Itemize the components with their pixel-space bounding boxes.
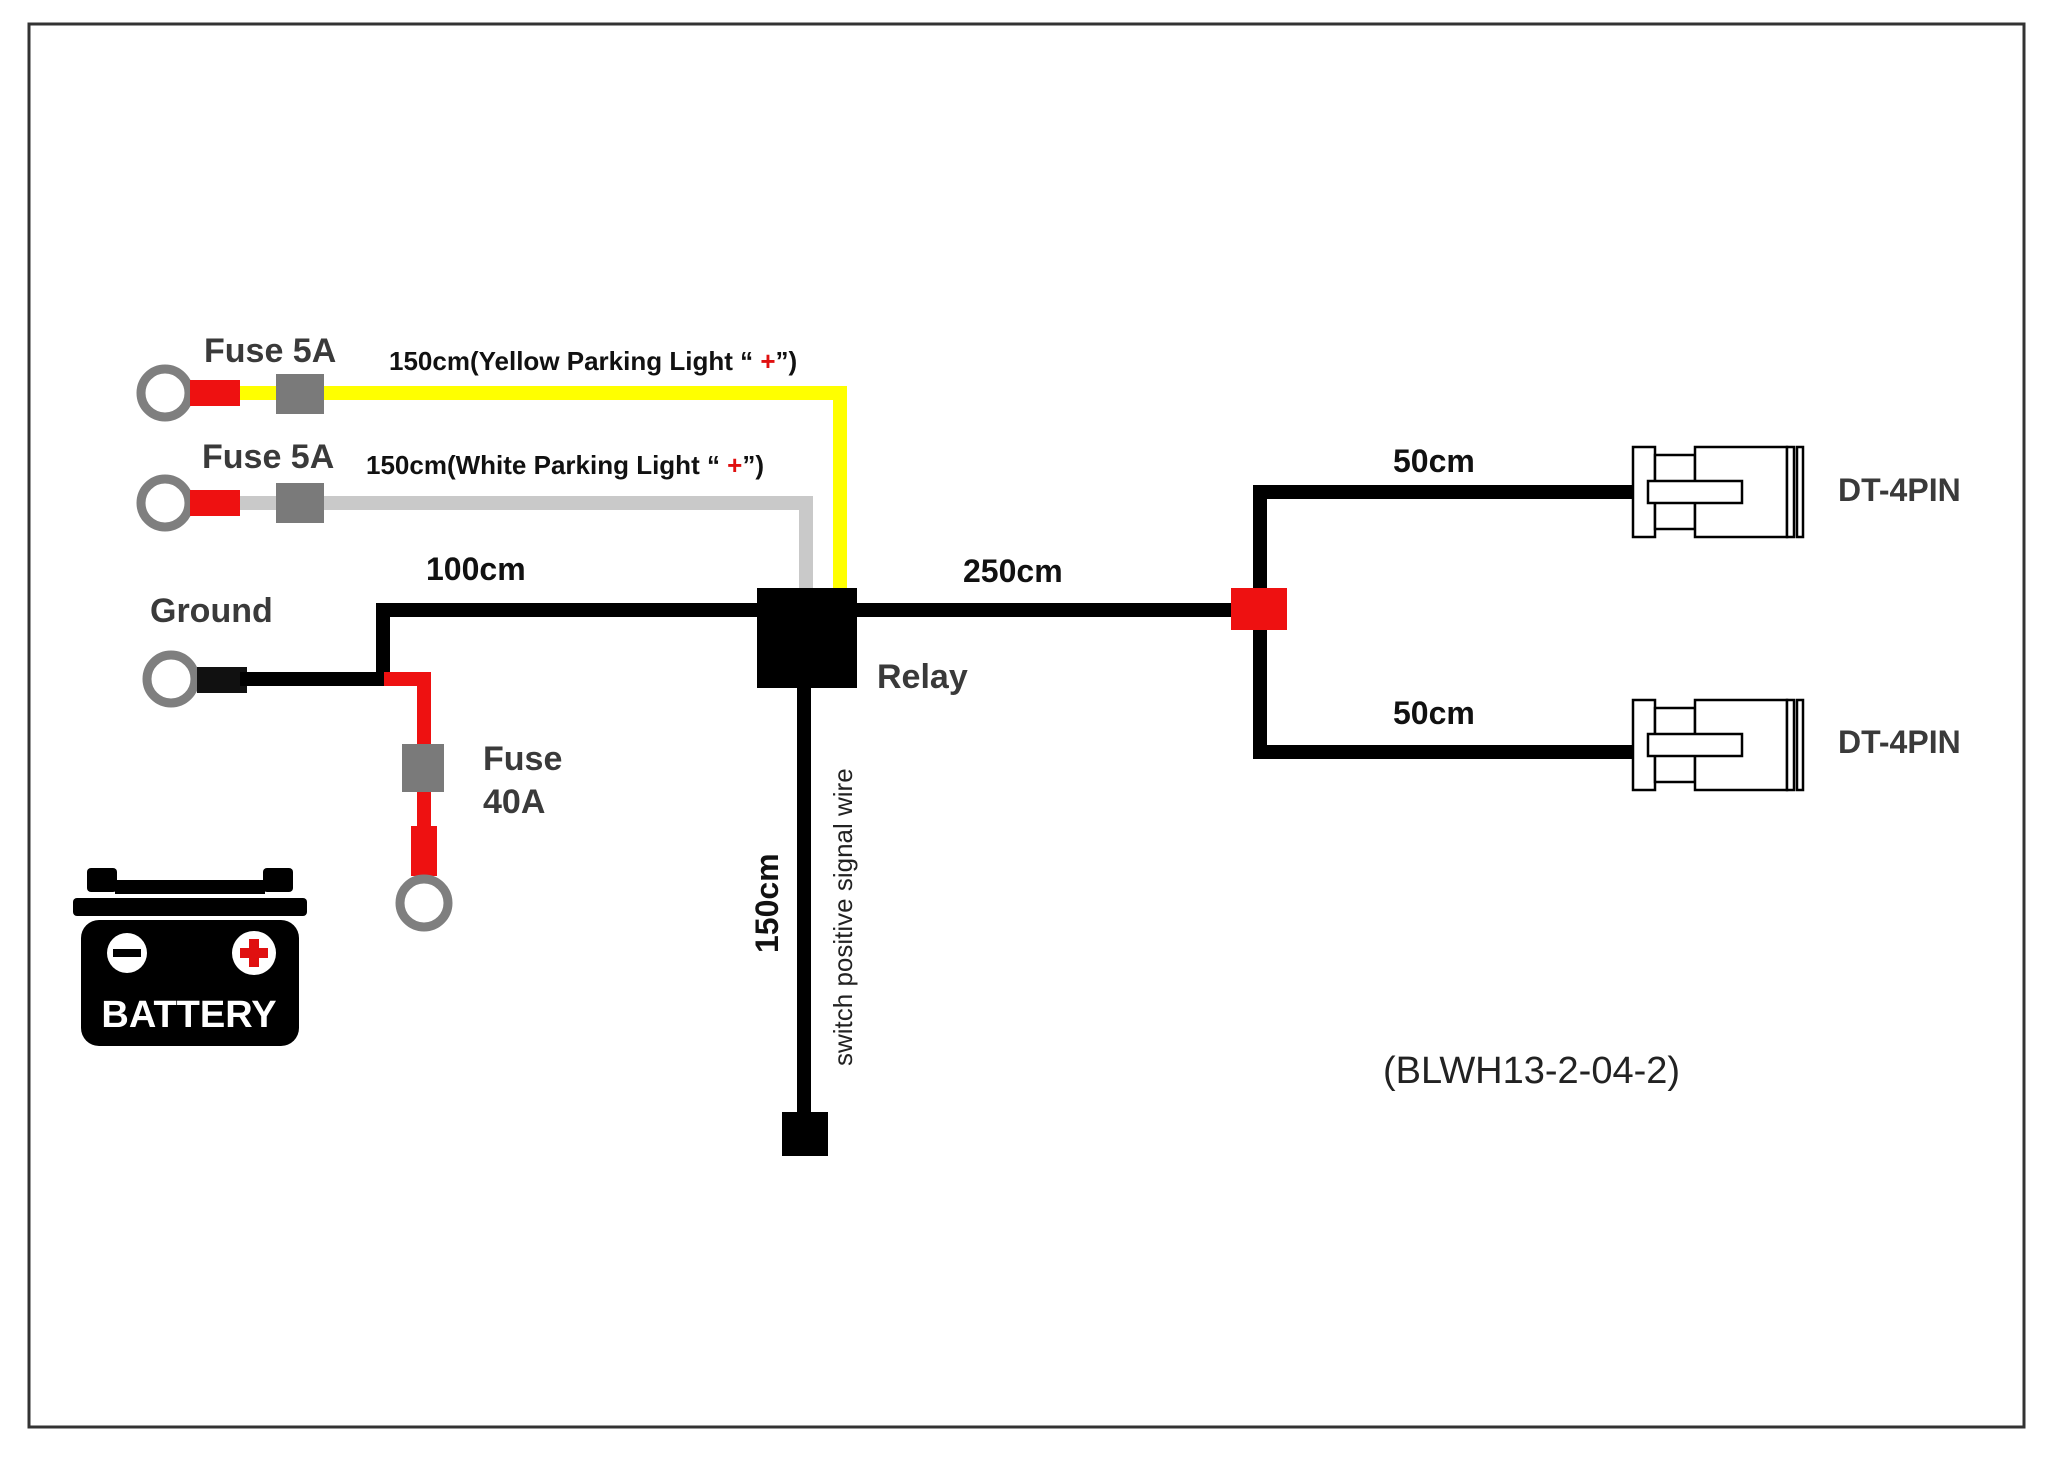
relay-label: Relay: [877, 658, 968, 696]
dt-4pin-connector-bottom: [1631, 698, 1805, 792]
relay-block: [757, 588, 857, 688]
wire-150cm-vertical-label: 150cm: [749, 853, 785, 953]
white-wire-label-plus: +: [727, 450, 742, 480]
dt-4pin-bottom-label: DT-4PIN: [1838, 724, 1961, 760]
yellow-fuse-5a: [276, 374, 324, 414]
branch-bottom-50cm-label: 50cm: [1393, 695, 1475, 731]
fuse-5a-white-label: Fuse 5A: [202, 438, 334, 476]
ground-wire-100cm: [376, 603, 760, 686]
white-wire-label-end: ”): [742, 450, 764, 480]
white-ring-terminal: [136, 474, 194, 532]
ground-label: Ground: [150, 592, 273, 630]
white-wire-label: 150cm(White Parking Light “ +”): [366, 450, 764, 480]
yellow-terminal-sleeve: [190, 380, 240, 406]
yellow-wire-label-end: ”): [776, 346, 798, 376]
branch-top-50cm-label: 50cm: [1393, 443, 1475, 479]
battery-label: BATTERY: [101, 994, 276, 1036]
dt-4pin-connector-top: [1631, 445, 1805, 539]
battery-terminal-sleeve: [411, 826, 437, 876]
wire-250cm-label: 250cm: [963, 553, 1063, 589]
white-fuse-5a: [276, 483, 324, 523]
splitter-block: [1231, 588, 1287, 630]
switch-wire-connector: [782, 1112, 828, 1156]
dt-4pin-top-label: DT-4PIN: [1838, 472, 1961, 508]
power-ground-group: [142, 603, 760, 932]
relay-group: [757, 588, 1250, 1156]
white-parking-wire-group: [136, 474, 813, 600]
wire-100cm-label: 100cm: [426, 551, 526, 587]
part-number-label: (BLWH13-2-04-2): [1383, 1050, 1680, 1092]
fuse-40a-label-line1: Fuse: [483, 740, 562, 778]
battery-icon: BATTERY: [73, 868, 307, 1046]
ground-ring-terminal: [142, 650, 200, 708]
yellow-wire-b: [324, 386, 847, 600]
splitter-group: [1231, 445, 1805, 792]
fuse-5a-yellow-label: Fuse 5A: [204, 332, 336, 370]
white-terminal-sleeve: [190, 490, 240, 516]
yellow-wire-label: 150cm(Yellow Parking Light “ +”): [389, 346, 797, 376]
diagram-frame: [27, 22, 2026, 1429]
yellow-wire-label-plus: +: [760, 346, 775, 376]
yellow-parking-wire-group: [136, 364, 847, 600]
fuse-40a-label-line2: 40A: [483, 783, 545, 821]
switch-positive-signal-wire-label: switch positive signal wire: [828, 768, 858, 1066]
ground-terminal-sleeve: [197, 667, 247, 693]
yellow-ring-terminal: [136, 364, 194, 422]
white-wire-b: [324, 496, 813, 600]
red-wire-to-fuse-40a: [384, 672, 431, 745]
battery-ring-terminal: [395, 874, 453, 932]
fuse-40a: [402, 744, 444, 792]
yellow-wire-label-text: 150cm(Yellow Parking Light “: [389, 346, 760, 376]
white-wire-label-text: 150cm(White Parking Light “: [366, 450, 727, 480]
